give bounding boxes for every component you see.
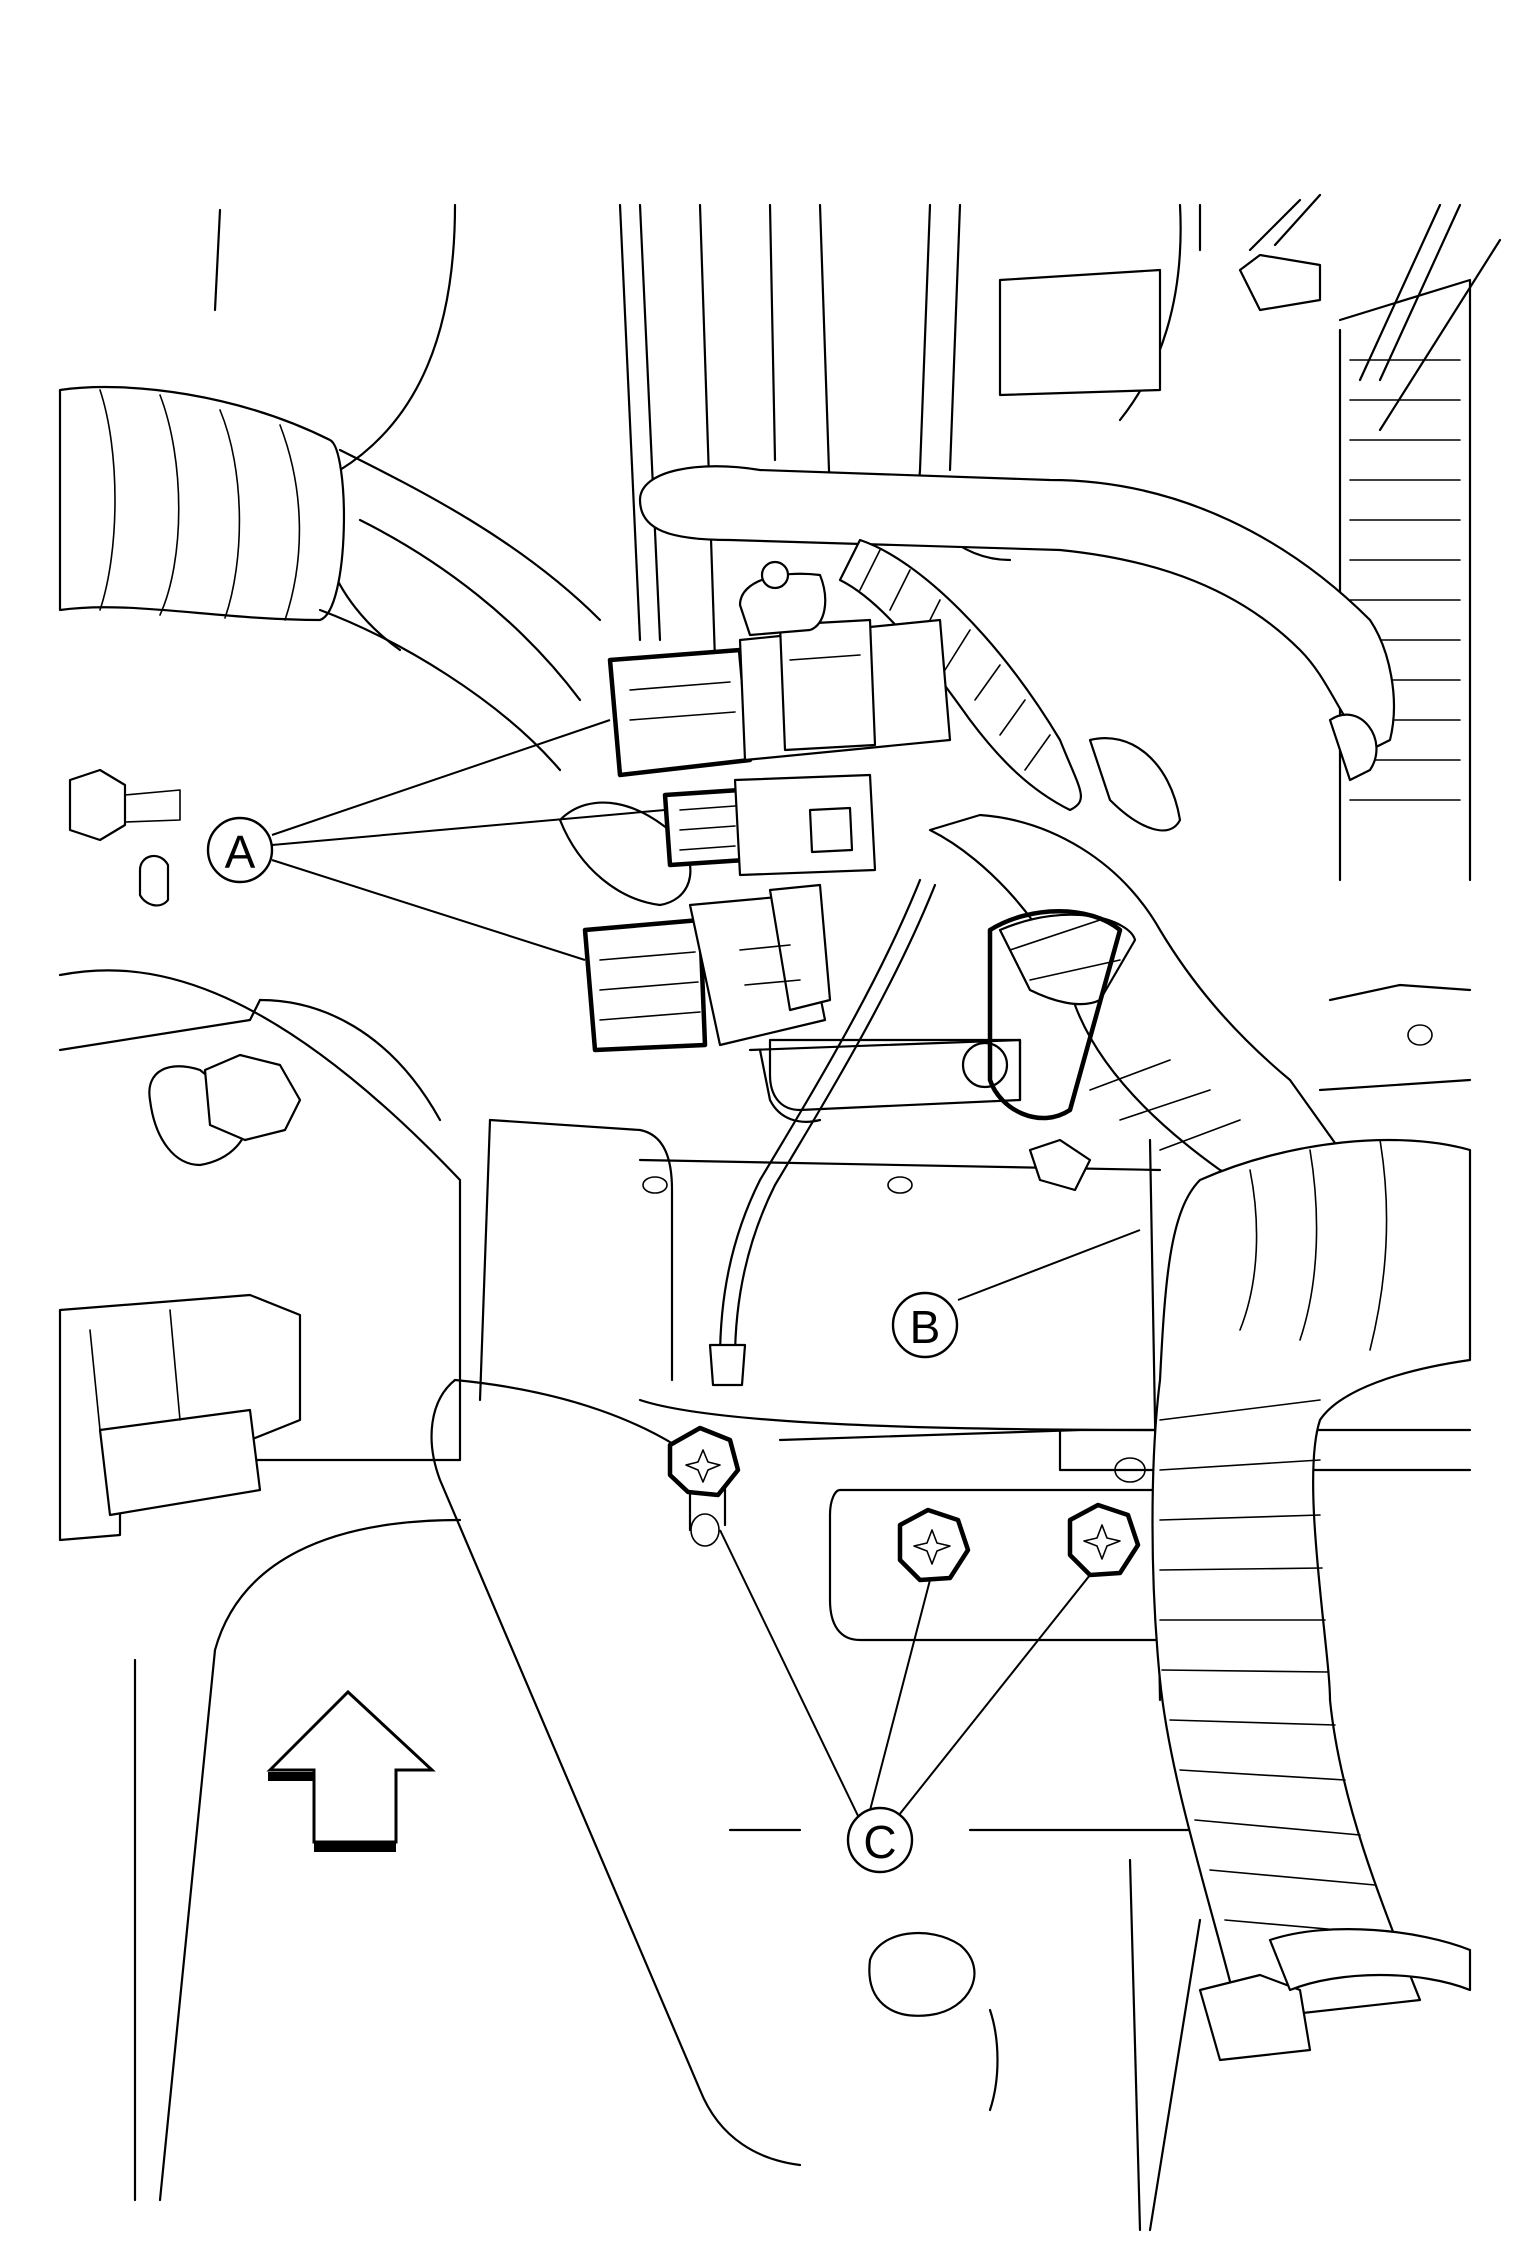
- callout-c: C: [846, 1806, 914, 1874]
- leader-lines: [271, 719, 1141, 1821]
- callout-b: B: [891, 1291, 959, 1359]
- callout-b-label: B: [910, 1301, 941, 1353]
- ground-bolt-c-2: [897, 1507, 971, 1583]
- callout-c-label: C: [863, 1816, 896, 1868]
- connector-bracket: [748, 1038, 1022, 1123]
- connector-a-bottom: [582, 883, 832, 1053]
- frame-structure: [58, 193, 1502, 2232]
- ground-bolt-c-1: [667, 1425, 741, 1547]
- main-harness-upper-left: [58, 385, 602, 1542]
- main-harness-lower-right: [1151, 1138, 1472, 2062]
- connector-a-middle: [662, 773, 877, 877]
- corrugated-harness: [558, 538, 1182, 907]
- ground-wire: [708, 878, 937, 1387]
- front-arrow-icon: [266, 1689, 436, 1852]
- hose-b: [928, 813, 1342, 1202]
- callout-a-label: A: [225, 826, 256, 878]
- callout-a: A: [206, 816, 274, 884]
- connector-a-top: [607, 560, 952, 778]
- upper-hose: [638, 465, 1396, 782]
- ground-bolt-c-3: [1067, 1502, 1141, 1578]
